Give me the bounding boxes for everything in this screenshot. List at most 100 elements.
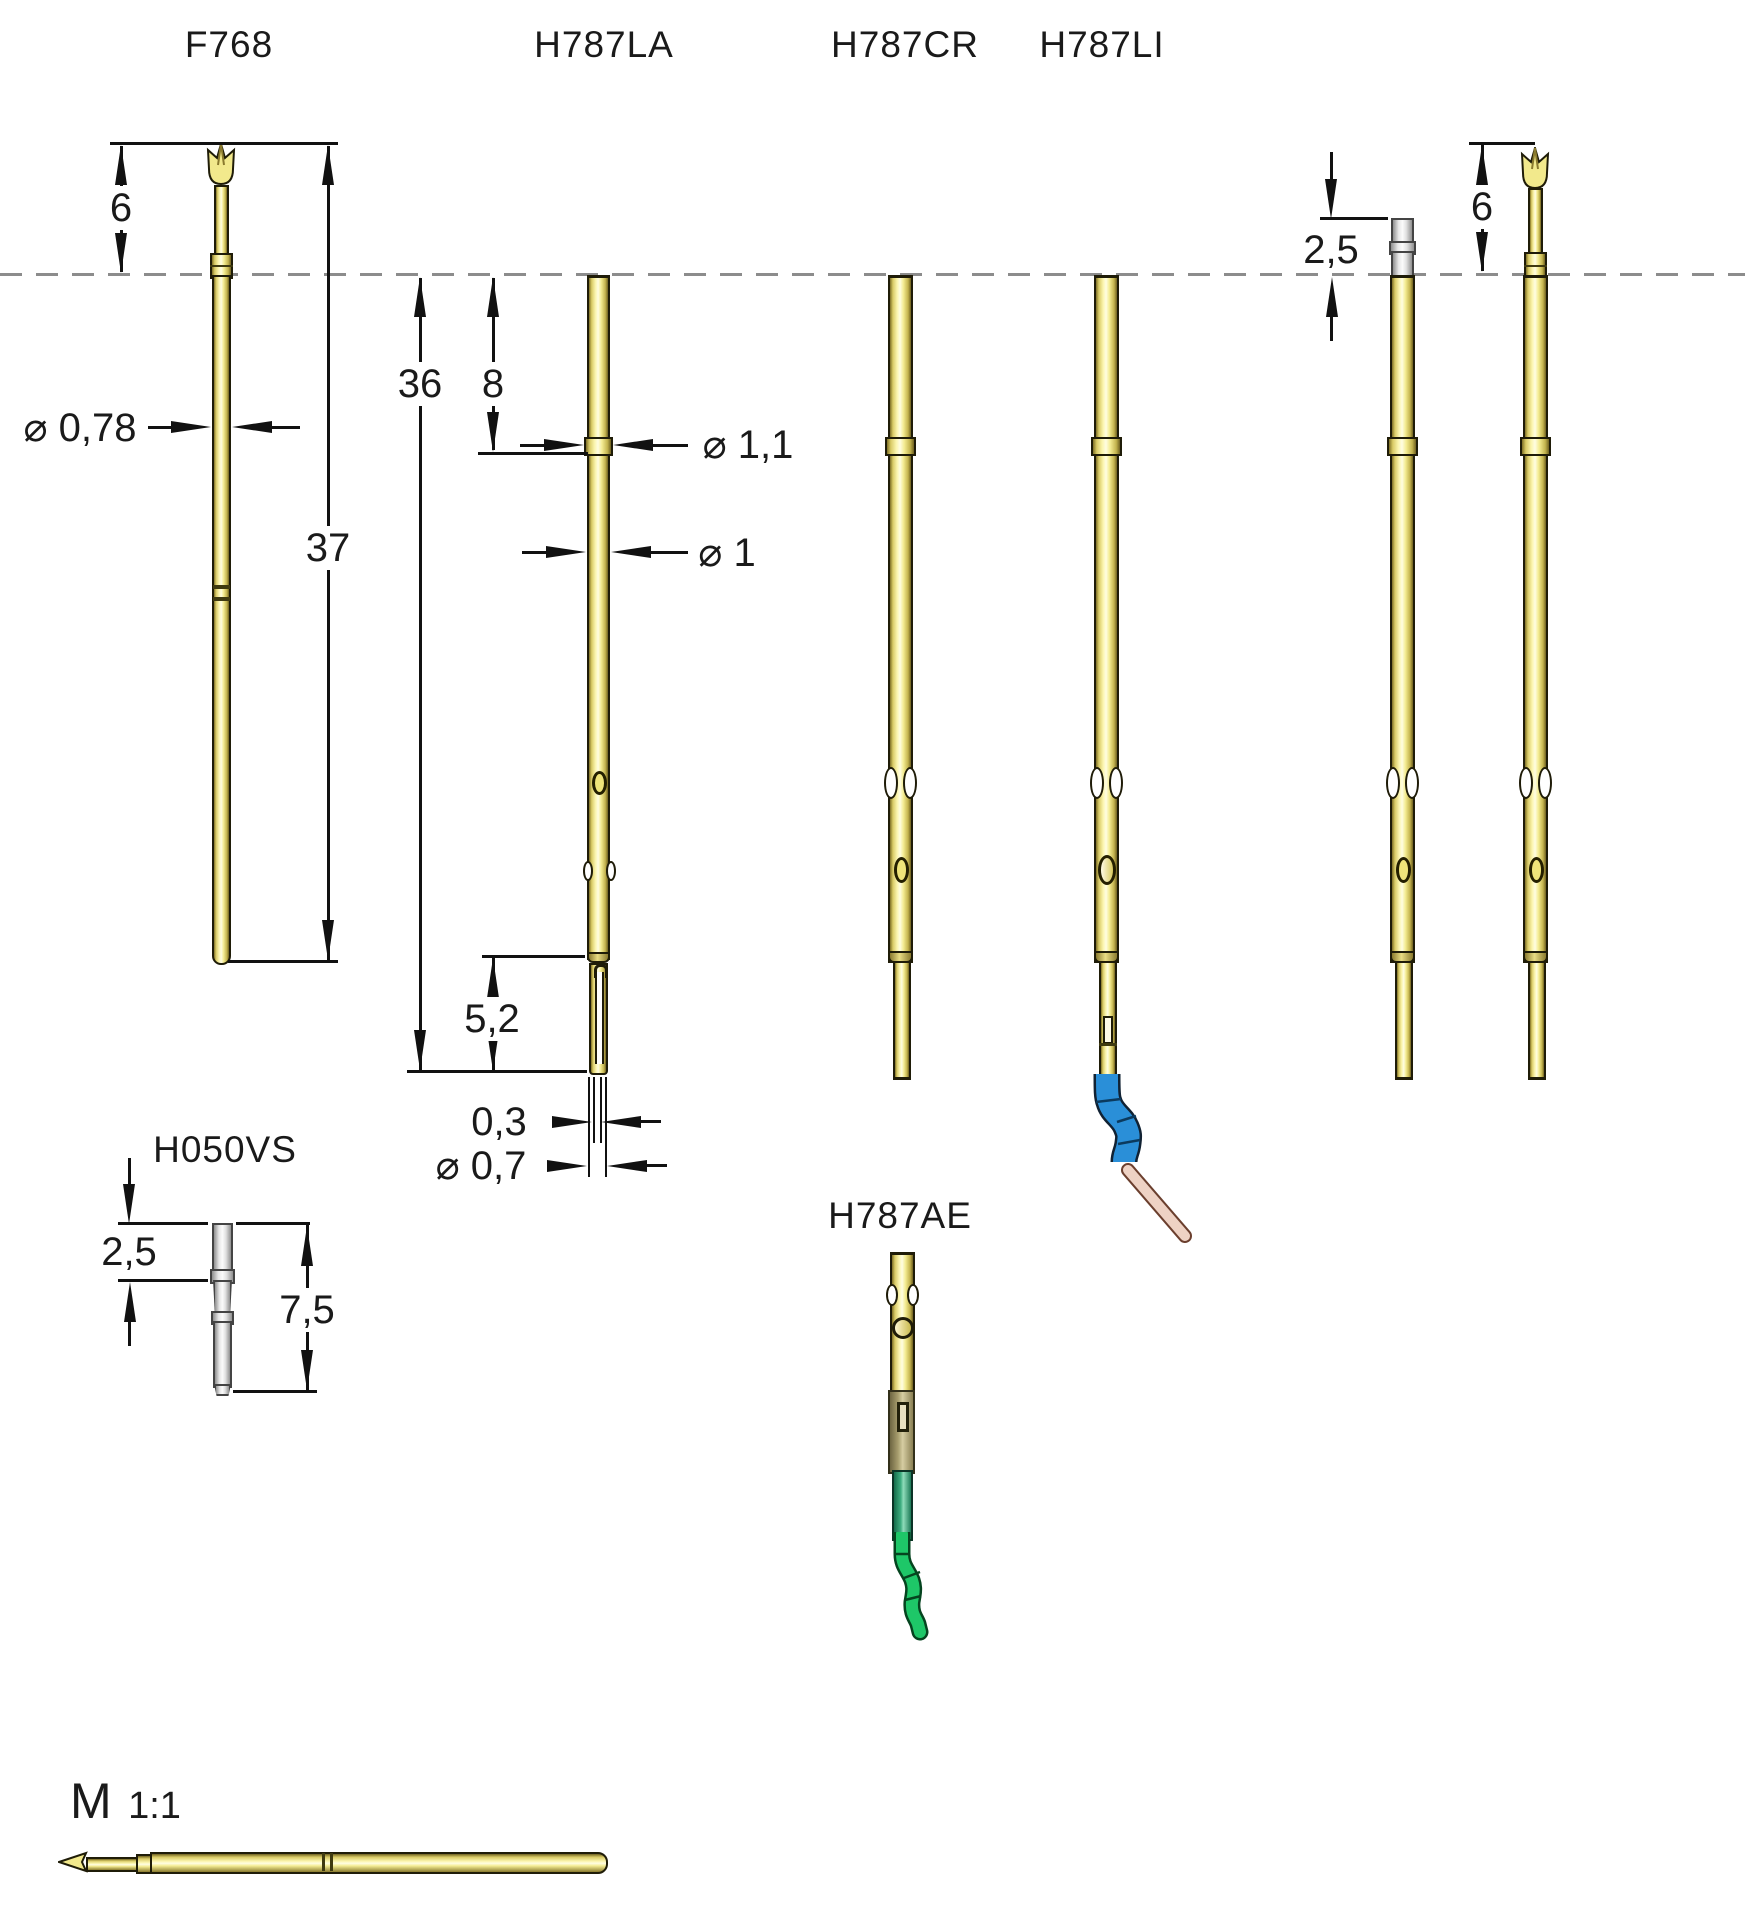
fork-arch <box>594 964 608 978</box>
round-hole <box>892 1317 914 1339</box>
barrel <box>212 275 231 965</box>
arrowhead-down <box>123 1184 135 1224</box>
arrowhead-down <box>487 1031 499 1071</box>
neck-notch <box>1519 767 1533 799</box>
crown-tip <box>206 143 236 186</box>
teal-section <box>892 1470 913 1541</box>
dim-ref-line <box>118 1222 208 1225</box>
dim-ref-line <box>482 955 585 958</box>
mounting-plane-dashed-line <box>0 273 1745 276</box>
dim-tail <box>651 551 688 554</box>
dim-ref-line <box>236 1222 310 1225</box>
dim-tail <box>1330 152 1333 180</box>
arrowhead-down <box>115 233 127 273</box>
sleeve-slot <box>897 1402 909 1432</box>
collar-line <box>1524 265 1547 267</box>
arrowhead-up <box>301 1226 313 1266</box>
label-h787la: H787LA <box>534 24 674 65</box>
dim-tail <box>520 444 548 447</box>
dim-25-right: 2,5 <box>1298 228 1364 272</box>
neck-notch <box>1090 767 1104 799</box>
dim-37: 37 <box>300 526 356 570</box>
neck-notch <box>907 1284 919 1306</box>
dim-dia-1: ⌀ 1 <box>693 531 761 575</box>
neck-notch <box>884 767 898 799</box>
termination-slot <box>1103 1016 1113 1044</box>
press-ring-collar <box>1520 437 1551 456</box>
label-h787ae: H787AE <box>828 1195 972 1236</box>
extension-line <box>593 1077 595 1143</box>
arrowhead-up <box>487 277 499 317</box>
press-ring-collar <box>1091 437 1122 456</box>
extension-line <box>600 1077 602 1143</box>
barrel <box>1523 275 1548 963</box>
dim-6-right: 6 <box>1465 185 1499 229</box>
arrowhead-up <box>1476 145 1488 185</box>
dim-tail <box>647 1164 667 1167</box>
scale-m: M <box>70 1773 112 1829</box>
oval-vent-slot <box>1396 857 1411 883</box>
dim-ref-line <box>118 1279 208 1282</box>
dim-line-36 <box>419 278 422 1070</box>
arrowhead-left <box>613 439 653 451</box>
olive-sleeve <box>888 1390 915 1474</box>
arrowhead-right <box>547 1160 587 1172</box>
dim-dia-11: ⌀ 1,1 <box>697 423 799 467</box>
dim-dia-078: ⌀ 0,78 <box>18 406 142 450</box>
arrowhead-down <box>301 1350 313 1390</box>
neck-notch <box>886 1284 898 1306</box>
plunger <box>1528 188 1543 258</box>
scale-note: M 1:1 <box>70 1772 181 1830</box>
arrowhead-right <box>546 546 586 558</box>
press-ring-collar <box>885 437 916 456</box>
arrowhead-left <box>611 546 651 558</box>
crown-tip <box>1520 147 1550 190</box>
oval-vent-slot <box>894 857 909 883</box>
oval-vent-slot <box>1529 857 1544 883</box>
wire-green <box>893 1532 929 1641</box>
neck-notch <box>1538 767 1552 799</box>
dim-6-left: 6 <box>104 186 138 230</box>
dim-tail <box>641 1120 661 1123</box>
fork-slot <box>595 972 604 1064</box>
arrowhead-down <box>487 412 499 452</box>
dim-h050-25: 2,5 <box>96 1230 162 1274</box>
dim-ref-line <box>1320 217 1388 220</box>
arrowhead-up <box>322 145 334 185</box>
label-h787li: H787LI <box>1039 24 1165 65</box>
tube-taper <box>213 1280 232 1315</box>
tube-top <box>212 1223 233 1273</box>
dim-ref-line-top <box>110 142 338 145</box>
barrel <box>888 275 913 963</box>
arrowhead-down <box>322 920 334 960</box>
oval-vent-slot <box>592 771 607 795</box>
arrowhead-up <box>115 145 127 185</box>
arrowhead-right <box>544 439 584 451</box>
termination-shaft <box>1395 961 1413 1080</box>
oval-vent-slot <box>1098 855 1116 885</box>
scale-ratio: 1:1 <box>128 1785 181 1827</box>
dim-tail <box>653 444 688 447</box>
barrel <box>1094 275 1119 963</box>
arrowhead-left <box>232 421 272 433</box>
arrowhead-left <box>607 1160 647 1172</box>
label-h787cr: H787CR <box>831 24 979 65</box>
dim-dia-07: ⌀ 0,7 <box>430 1144 532 1188</box>
dim-tail <box>128 1158 131 1186</box>
barrel <box>587 275 610 960</box>
arrowhead-down <box>1325 179 1337 219</box>
shaft-ring <box>1099 1043 1117 1046</box>
crimp-band <box>213 585 230 589</box>
dim-ref-line <box>233 1390 317 1393</box>
neck-notch <box>1109 767 1123 799</box>
barrel-end-cap <box>587 952 610 963</box>
arrowhead-up <box>487 958 499 998</box>
neck-notch <box>1386 767 1400 799</box>
dim-ref-line <box>478 452 588 455</box>
dim-tail <box>522 551 550 554</box>
arrowhead-down <box>1476 232 1488 272</box>
dim-ref-line <box>1469 142 1535 145</box>
dim-h050-75: 7,5 <box>274 1288 340 1332</box>
arrowhead-left <box>601 1116 641 1128</box>
